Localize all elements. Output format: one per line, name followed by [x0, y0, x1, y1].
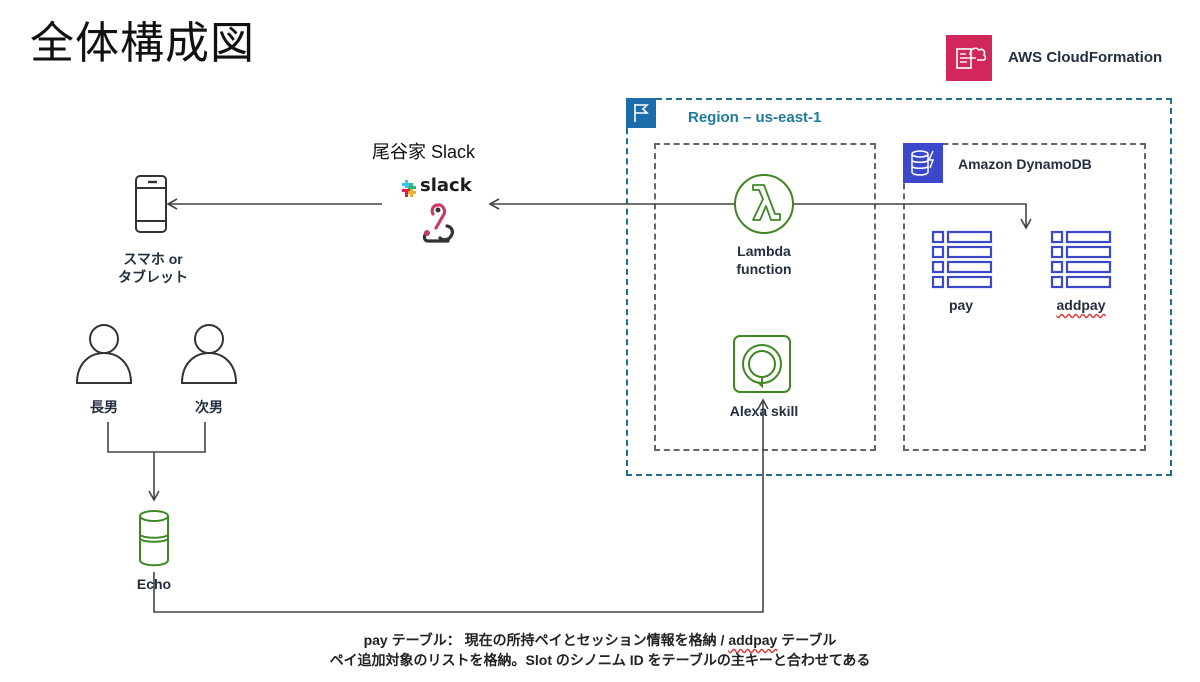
- echo-label: Echo: [136, 576, 172, 592]
- region-label: Region – us-east-1: [688, 109, 822, 126]
- user-icon-second: [180, 324, 238, 384]
- lambda-label-line1: Lambda: [737, 243, 791, 259]
- device-label: スマホ or タブレット: [98, 250, 208, 286]
- smartphone-icon: [135, 175, 167, 233]
- lambda-icon: [734, 174, 794, 234]
- dynamodb-icon: [903, 143, 943, 183]
- user-icon-eldest: [75, 324, 133, 384]
- footnote-line1-prefix: pay テーブル： 現在の所持ペイとセッション情報を格納 /: [363, 632, 729, 648]
- cloudformation-label: AWS CloudFormation: [1008, 49, 1163, 66]
- lambda-label: Lambda function: [704, 242, 824, 278]
- table-label-addpay-text: addpay: [1056, 297, 1106, 313]
- echo-to-alexa-arrow: [153, 398, 769, 613]
- dynamodb-group: [903, 143, 1146, 451]
- table-label-pay: pay: [948, 297, 974, 313]
- alexa-skill-icon: [733, 335, 791, 393]
- user-label-eldest: 長男: [90, 399, 118, 415]
- device-label-line1: スマホ or: [123, 251, 183, 267]
- webhook-icon: [422, 203, 454, 243]
- lambda-to-dynamodb-arrow: [794, 203, 1032, 230]
- slack-logo-icon: [402, 180, 416, 197]
- table-label-addpay: addpay: [1049, 296, 1113, 314]
- slack-workspace-title: 尾谷家 Slack: [372, 142, 476, 162]
- user-label-second: 次男: [195, 399, 223, 415]
- footnote: pay テーブル： 現在の所持ペイとセッション情報を格納 / addpay テー…: [0, 630, 1200, 670]
- alexa-skill-label: Alexa skill: [729, 403, 799, 419]
- region-group: [626, 98, 1172, 476]
- footnote-line2: ペイ追加対象のリストを格納。Slot のシノニム ID をテーブルの主キーと合わ…: [329, 652, 871, 668]
- page-title: 全体構成図: [30, 18, 255, 69]
- lambda-label-line2: function: [736, 261, 792, 277]
- footnote-line1: pay テーブル： 現在の所持ペイとセッション情報を格納 / addpay テー…: [0, 630, 1200, 650]
- table-icon-pay: [931, 230, 993, 289]
- footnote-line1-suffix: テーブル: [777, 632, 837, 648]
- flag-icon: [626, 98, 656, 128]
- footnote-addpay: addpay: [728, 632, 778, 648]
- device-label-line2: タブレット: [118, 269, 188, 285]
- slack-wordmark: slack: [420, 175, 472, 196]
- compute-group: [654, 143, 876, 451]
- table-icon-addpay: [1050, 230, 1112, 289]
- echo-device-icon: [139, 510, 169, 567]
- cloudformation-icon: [946, 35, 992, 81]
- dynamodb-label: Amazon DynamoDB: [958, 156, 1092, 172]
- users-connector: [107, 422, 206, 500]
